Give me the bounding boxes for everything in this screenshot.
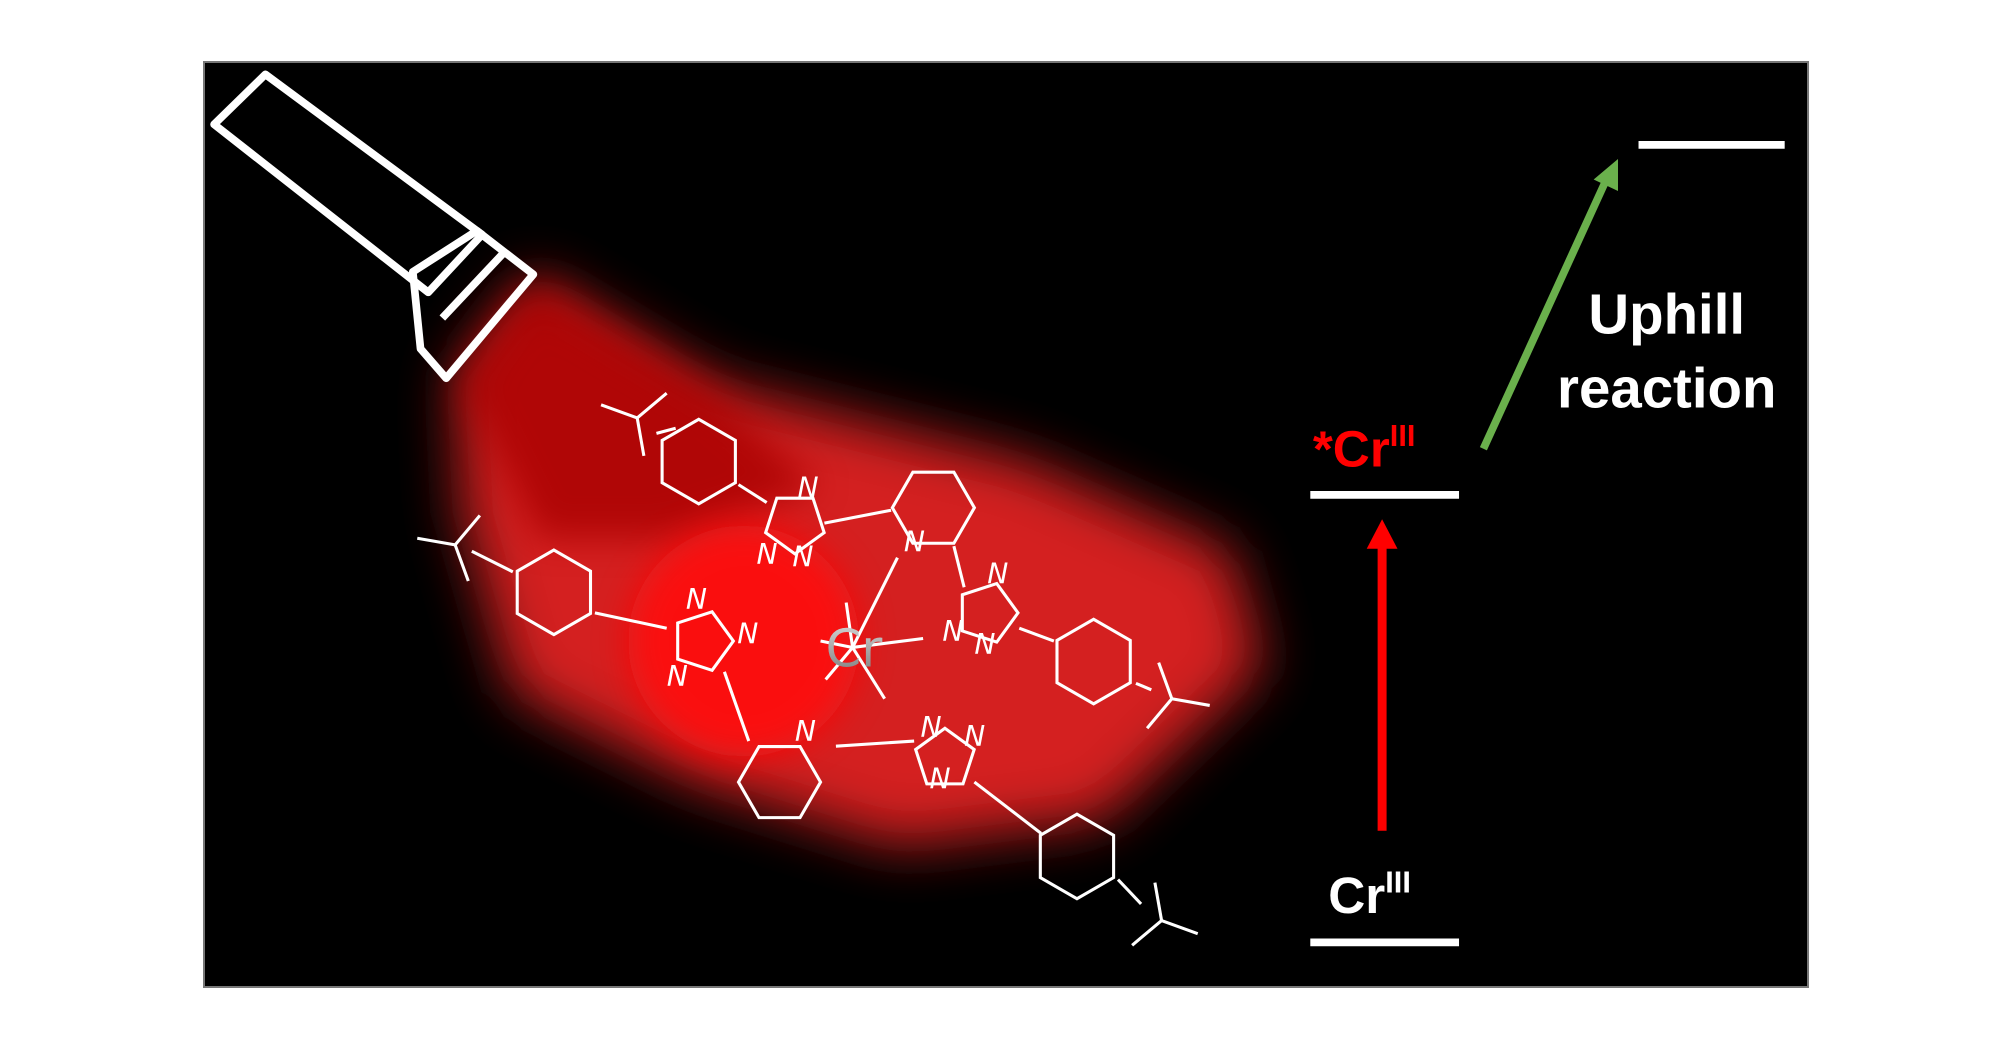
coordination-bond — [820, 639, 853, 649]
ground-state-label: CrIII — [1328, 864, 1411, 924]
nitrogen-atom: N — [921, 711, 942, 744]
bond — [1018, 626, 1055, 643]
nitrogen-atom: N — [974, 628, 995, 661]
reaction-label: reaction — [1557, 357, 1776, 420]
bond — [824, 508, 892, 525]
nitrogen-atom: N — [667, 660, 688, 693]
phenyl-ring — [1038, 812, 1116, 901]
chromium-atom-label: Cr — [825, 620, 883, 680]
nitrogen-atom: N — [795, 715, 816, 748]
tert-butyl-group — [635, 417, 646, 457]
triazole-ring — [763, 496, 826, 556]
tert-butyl-group — [453, 544, 470, 582]
red-light-beam — [455, 274, 1263, 847]
nitrogen-atom: N — [942, 615, 963, 648]
energy-level-diagram: *CrIII CrIII Uphill reaction — [1310, 141, 1785, 947]
nitrogen-atom: N — [792, 541, 813, 574]
bond — [952, 545, 966, 588]
coordination-bond — [824, 646, 854, 681]
coordination-bond — [852, 636, 924, 649]
tert-butyl-group — [453, 514, 482, 546]
tert-butyl-group — [1171, 697, 1210, 707]
nitrogen-atom: N — [686, 583, 707, 616]
bond — [835, 739, 915, 748]
bond — [737, 483, 768, 504]
phenyl-ring — [660, 417, 737, 506]
tert-butyl-group — [600, 403, 638, 420]
pyridine-ring — [736, 745, 823, 820]
uphill-label: Uphill — [1588, 282, 1745, 345]
bond — [1116, 878, 1143, 905]
triazole-ring — [913, 726, 976, 786]
flashlight-icon — [210, 70, 538, 383]
excitation-arrow — [1366, 519, 1398, 831]
nitrogen-atom: N — [964, 720, 985, 753]
nitrogen-atom: N — [904, 525, 925, 558]
chromium-complex-structure — [416, 392, 1210, 947]
tert-butyl-group — [636, 392, 668, 420]
nitrogen-atom: N — [930, 762, 951, 795]
bond — [594, 611, 668, 630]
tert-butyl-group — [416, 536, 456, 547]
tert-butyl-group — [1153, 882, 1164, 921]
triazole-ring — [676, 609, 736, 673]
bond — [722, 671, 751, 742]
nitrogen-atom: N — [987, 557, 1008, 590]
nitrogen-atom: N — [797, 471, 818, 504]
uphill-arrow — [1479, 158, 1619, 451]
excited-state-label: *CrIII — [1313, 418, 1416, 478]
coordination-bond — [851, 557, 899, 649]
phenyl-ring — [515, 548, 593, 637]
coordination-bond — [844, 602, 855, 648]
nitrogen-atom: N — [737, 618, 758, 651]
tert-butyl-group — [1131, 919, 1163, 947]
pyridine-ring — [890, 470, 977, 545]
bond — [471, 549, 514, 574]
bond — [656, 426, 677, 435]
tert-butyl-group — [1157, 662, 1174, 700]
nitrogen-atom: N — [756, 538, 777, 571]
tert-butyl-group — [1145, 697, 1174, 730]
bond — [973, 780, 1043, 835]
triazole-ring — [960, 581, 1020, 644]
coordination-bond — [851, 646, 886, 700]
bond — [1135, 681, 1152, 692]
tert-butyl-group — [1161, 919, 1199, 936]
phenyl-ring — [1055, 617, 1132, 706]
